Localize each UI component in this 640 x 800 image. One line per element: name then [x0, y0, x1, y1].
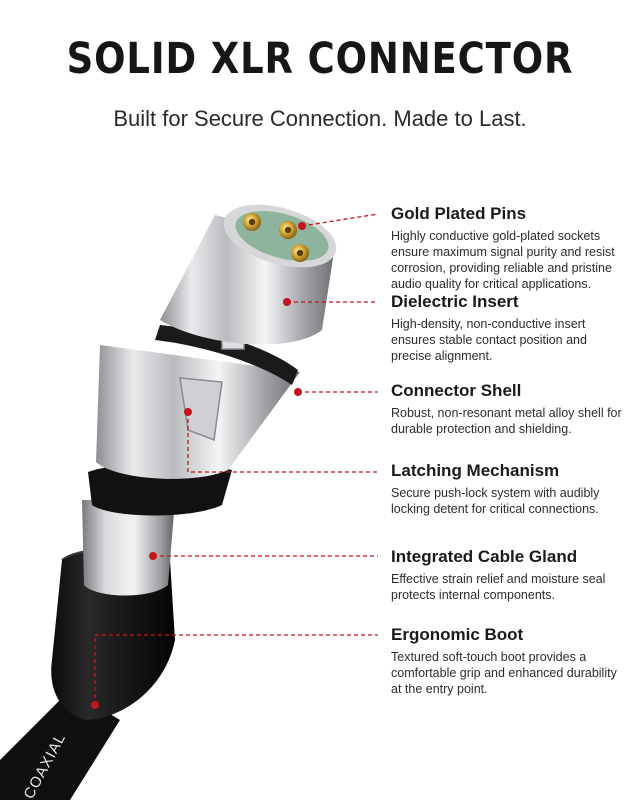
feature-connector-shell: Connector Shell Robust, non-resonant met… — [391, 381, 623, 437]
feature-title: Integrated Cable Gland — [391, 547, 578, 566]
callout-dots — [91, 222, 306, 709]
feature-title: Dielectric Insert — [391, 292, 519, 311]
feature-description: High-density, non-conductive insert ensu… — [391, 317, 587, 363]
feature-dielectric-insert: Dielectric Insert High-density, non-cond… — [391, 292, 623, 364]
page-subtitle: Built for Secure Connection. Made to Las… — [113, 106, 527, 131]
feature-description: Secure push-lock system with audibly loc… — [391, 486, 600, 516]
feature-description: Highly conductive gold-plated sockets en… — [391, 229, 615, 291]
callout-dot-latch — [184, 408, 192, 416]
leader-lines — [94, 213, 379, 705]
callout-dot-shell — [294, 388, 302, 396]
feature-description: Effective strain relief and moisture sea… — [391, 572, 606, 602]
callout-dot-insert — [283, 298, 291, 306]
connector-shell — [96, 324, 300, 479]
gold-pins — [243, 213, 309, 262]
feature-title: Connector Shell — [391, 381, 522, 400]
feature-gold-plated-pins: Gold Plated Pins Highly conductive gold-… — [391, 204, 623, 292]
feature-title: Latching Mechanism — [391, 461, 560, 480]
feature-title: Ergonomic Boot — [391, 625, 524, 644]
feature-latching-mechanism: Latching Mechanism Secure push-lock syst… — [391, 461, 623, 517]
callout-dot-boot — [91, 701, 99, 709]
page-title: SOLID XLR CONNECTOR — [66, 34, 574, 84]
callout-dot-gland — [149, 552, 157, 560]
callout-dot-pins — [298, 222, 306, 230]
feature-title: Gold Plated Pins — [391, 204, 527, 223]
feature-description: Robust, non-resonant metal alloy shell f… — [391, 406, 622, 436]
cable-gland — [82, 500, 175, 596]
feature-description: Textured soft-touch boot provides a comf… — [391, 650, 617, 696]
feature-integrated-cable-gland: Integrated Cable Gland Effective strain … — [391, 547, 623, 603]
feature-ergonomic-boot: Ergonomic Boot Textured soft-touch boot … — [391, 625, 623, 697]
